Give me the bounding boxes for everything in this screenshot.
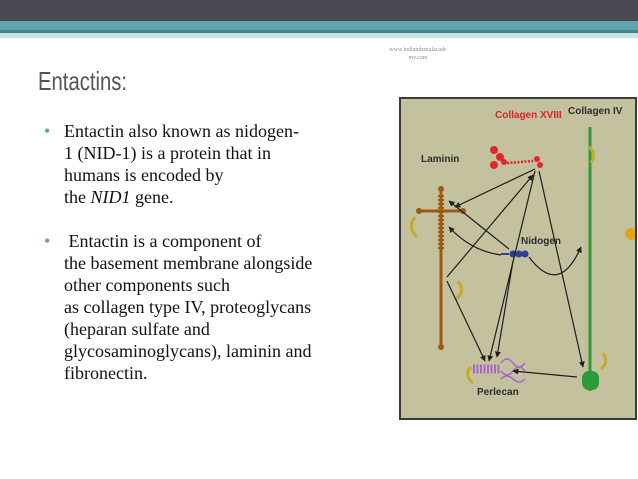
bullet-2-line-5: (heparan sulfate and: [64, 319, 210, 339]
bullet-1-line-4-post: gene.: [130, 187, 174, 207]
bullet-1-line-4-pre: the: [64, 187, 91, 207]
interaction-arrows: [446, 168, 585, 378]
gene-name: NID1: [90, 187, 131, 207]
watermark: www.indiandentalacade my.com: [372, 46, 464, 62]
slide-title: Entactins:: [38, 66, 128, 96]
bullet-2-line-6: glycosaminoglycans), laminin and: [64, 341, 312, 361]
header-band-dark: [0, 0, 638, 21]
bullet-2-line-1: Entactin is a component of: [68, 231, 262, 251]
watermark-line-2: my.com: [408, 55, 428, 61]
header-band-light: [0, 33, 638, 38]
collagen-xviii-molecule: [490, 146, 543, 169]
figure-background: [401, 99, 635, 418]
label-perlecan: Perlecan: [477, 387, 519, 398]
bullet-dot: •: [44, 231, 51, 251]
header-band-teal-dark: [0, 30, 638, 33]
bullet-list: • Entactin also known as nidogen- 1 (NID…: [40, 120, 390, 384]
collagen-iv-strand: [582, 127, 635, 391]
label-laminin: Laminin: [421, 154, 459, 165]
bullet-item-1: • Entactin also known as nidogen- 1 (NID…: [40, 120, 390, 208]
label-nidogen: Nidogen: [521, 236, 561, 247]
bullet-2-line-7: fibronectin.: [64, 363, 148, 383]
watermark-line-1: www.indiandentalacade: [389, 47, 447, 53]
bullet-1-line-2: 1 (NID-1) is a protein that in: [64, 143, 271, 163]
bullet-1-line-1: Entactin also known as nidogen-: [64, 121, 299, 141]
bullet-item-2: • Entactin is a component of the basemen…: [40, 230, 390, 384]
bullet-2-line-4: as collagen type IV, proteoglycans: [64, 297, 312, 317]
basement-membrane-figure: Collagen XVIII Collagen IV Laminin Nidog…: [399, 97, 637, 420]
bullet-2-line-3: other components such: [64, 275, 230, 295]
bullet-2-line-2: the basement membrane alongside: [64, 253, 313, 273]
bullet-1-line-3: humans is encoded by: [64, 165, 224, 185]
figure-svg: Collagen XVIII Collagen IV Laminin Nidog…: [401, 99, 635, 418]
bullet-dot: •: [44, 121, 51, 141]
header-band-teal: [0, 21, 638, 30]
laminin-molecule: [416, 186, 466, 350]
label-collagen-xviii: Collagen XVIII: [495, 110, 562, 121]
label-collagen-iv: Collagen IV: [568, 106, 623, 117]
gold-rotation-arrows: [410, 145, 608, 385]
